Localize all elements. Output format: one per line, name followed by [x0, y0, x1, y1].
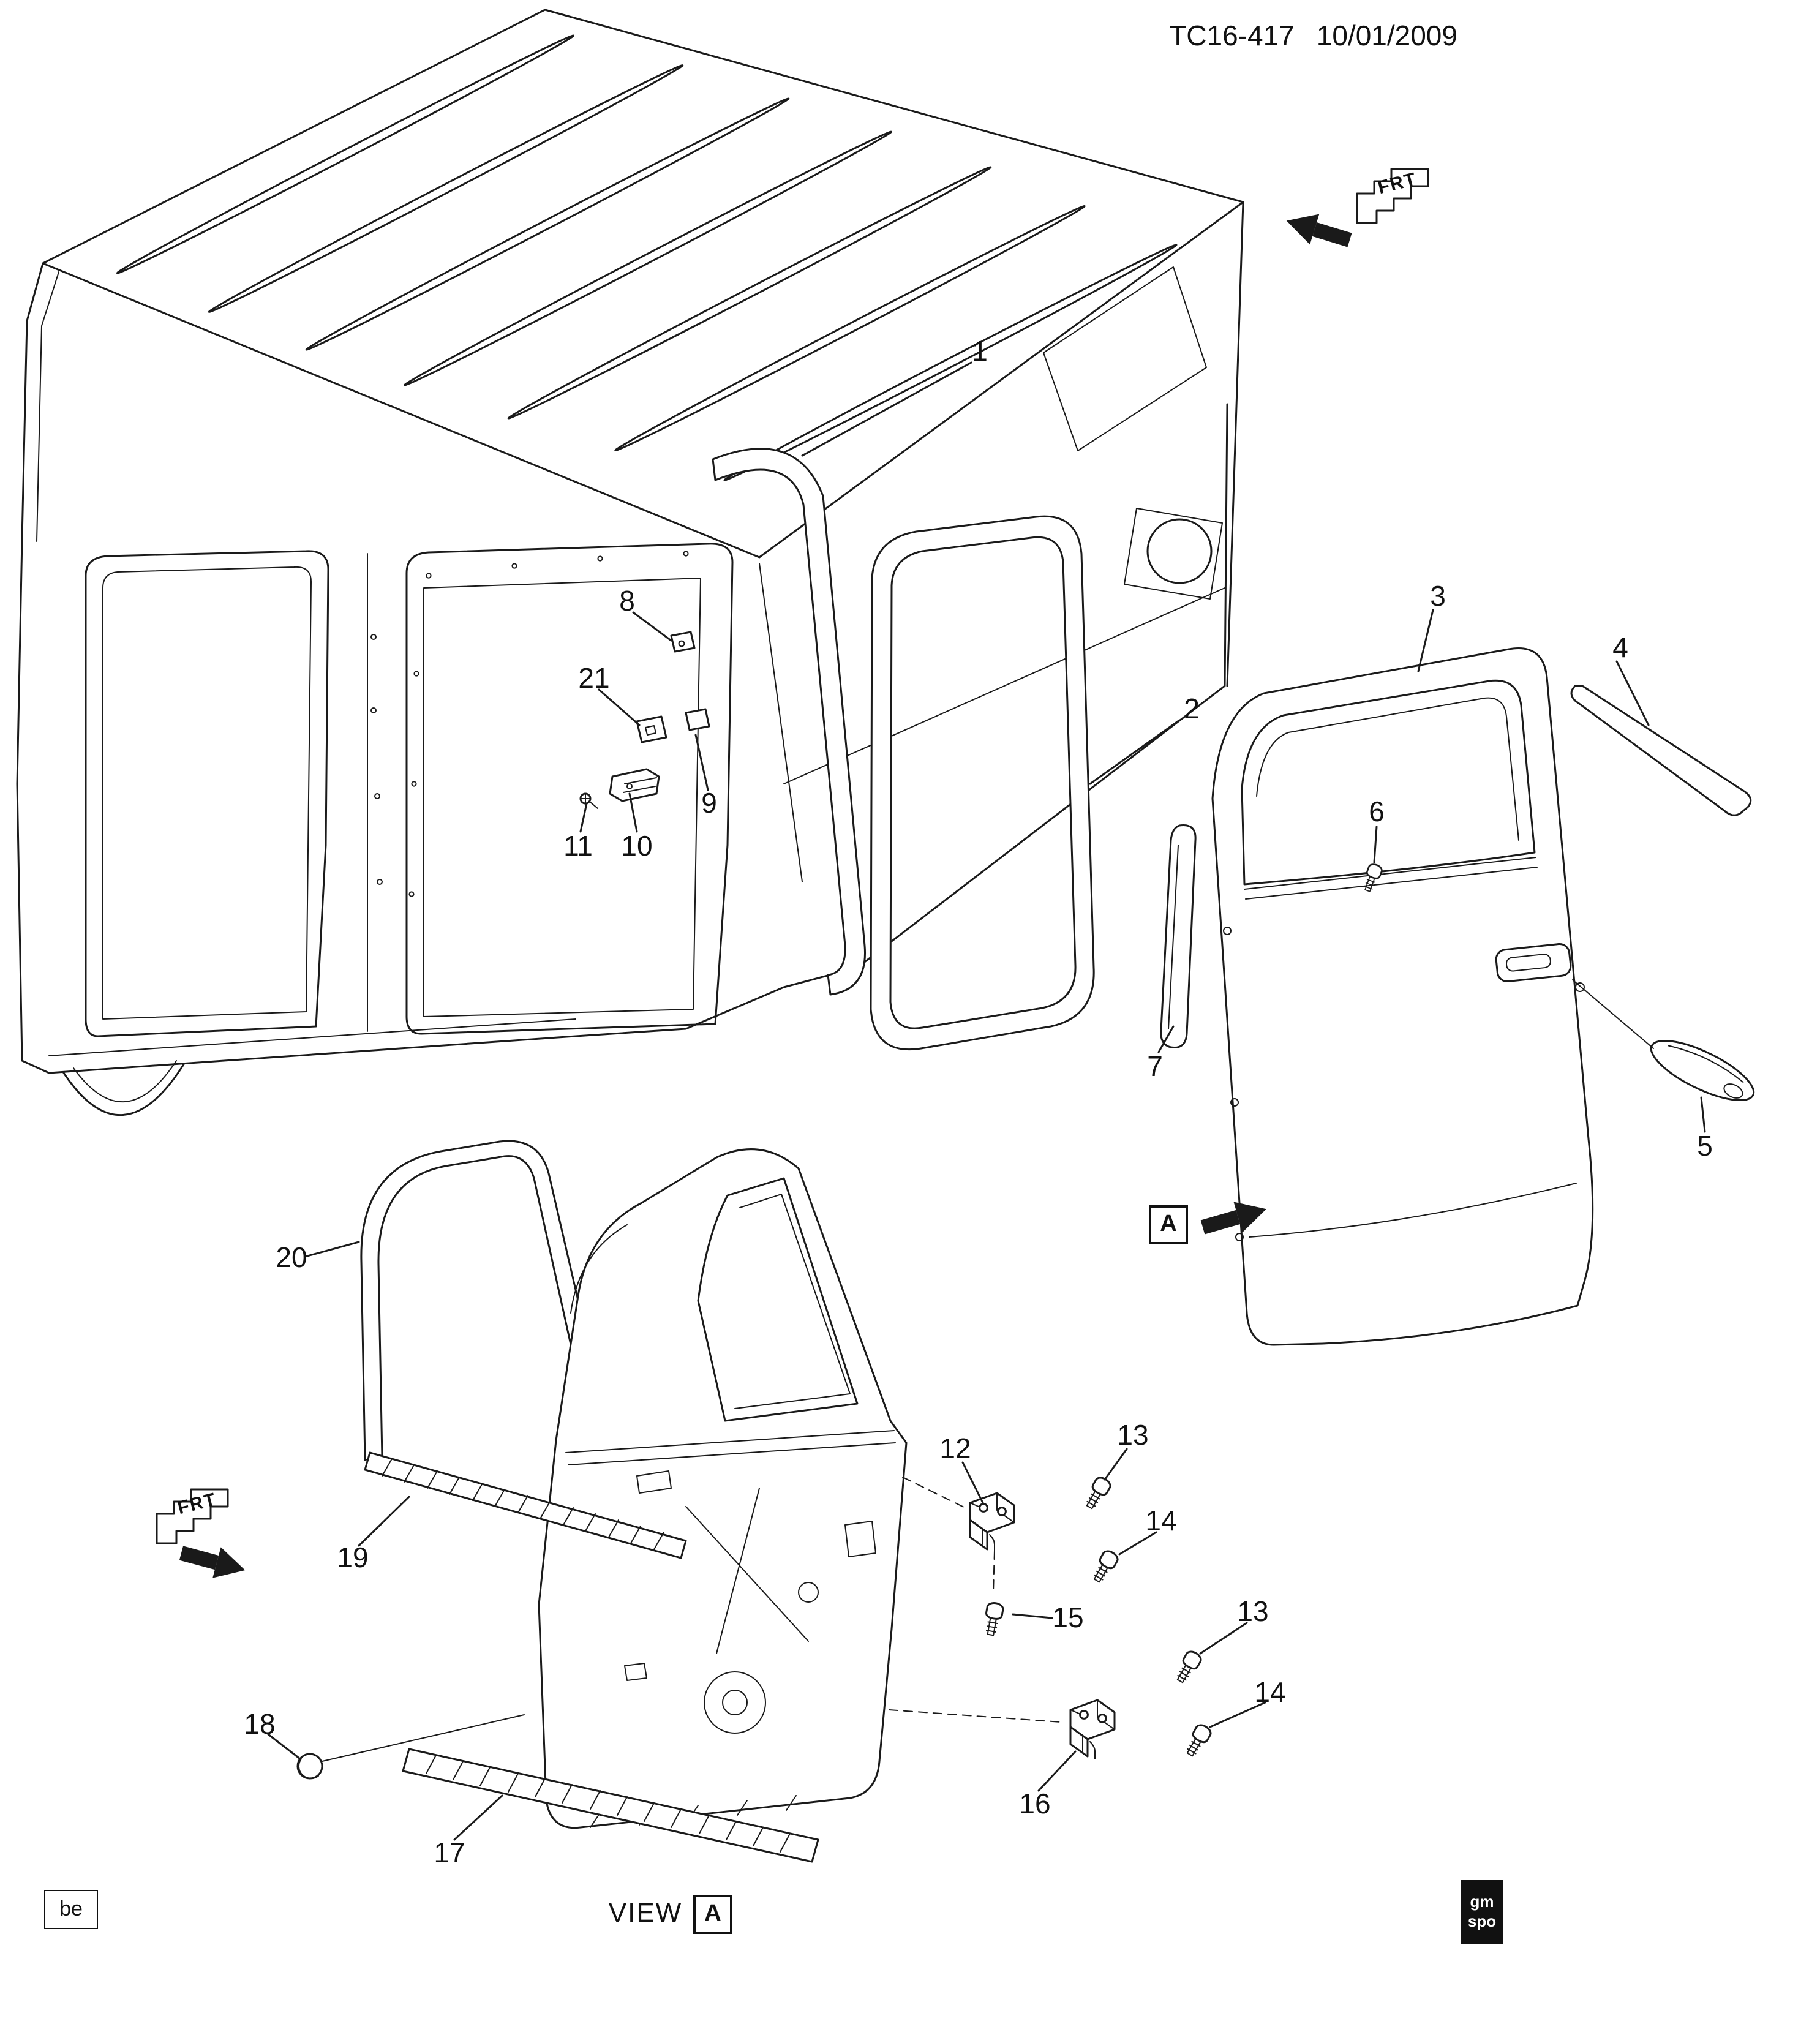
retainer-21 [636, 715, 667, 743]
callout-19: 19 [337, 1541, 369, 1573]
section-letter-box: A [1149, 1205, 1188, 1244]
roof-rib [723, 244, 1178, 481]
door-pull-handle-5 [1572, 979, 1755, 1102]
callout-1: 1 [972, 335, 988, 367]
screw-11 [579, 792, 598, 809]
callout-9: 9 [701, 787, 717, 819]
rocker-panel [16, 538, 687, 1074]
window-regulator [685, 1488, 809, 1654]
callout-8: 8 [619, 585, 635, 617]
logo-line-2: spo [1467, 1912, 1497, 1930]
sill-molding-17 [402, 1748, 819, 1863]
callout-10: 10 [621, 830, 653, 862]
callout-13: 13 [1117, 1419, 1149, 1451]
applique-7 [1160, 824, 1197, 1049]
rear-door-3 [1211, 647, 1594, 1346]
logo-line-1: gm [1470, 1892, 1494, 1911]
callout-21: 21 [578, 662, 610, 694]
wheel-arch-inner [73, 1060, 177, 1102]
callout-3: 3 [1430, 580, 1446, 612]
frt-label-side: FRT [175, 1489, 219, 1519]
belt-molding-4 [1570, 685, 1752, 816]
callout-7: 7 [1147, 1050, 1163, 1082]
roof-rib [404, 130, 892, 386]
fuel-filler-circle [1146, 518, 1213, 584]
callout-12: 12 [939, 1432, 971, 1464]
door-beltline [1244, 857, 1538, 900]
callout-11: 11 [563, 830, 593, 862]
quarter-window [1043, 266, 1207, 451]
door-opening-front [85, 550, 329, 1037]
callout-20: 20 [276, 1241, 307, 1273]
a-pillar-outer [21, 262, 44, 540]
roof-rib [116, 34, 575, 274]
quarter-crease [783, 587, 1225, 784]
a-pillar-inner [36, 271, 59, 542]
door-opening-rear [405, 543, 734, 1035]
door-opening-rear-flange [423, 578, 701, 1017]
callout-4: 4 [1612, 631, 1628, 663]
door-crease [1249, 1183, 1577, 1238]
body-rear-edge [1226, 201, 1244, 687]
gm-spo-logo: gm spo [1461, 1880, 1503, 1944]
callout-5: 5 [1697, 1130, 1713, 1162]
frt-label-top: FRT [1375, 168, 1420, 199]
drawing-title: TC16-417 10/01/2009 [1041, 20, 1457, 53]
inner-door-panel [538, 1148, 908, 1829]
callout-2: 2 [1184, 693, 1200, 724]
fuel-door-frame [1124, 508, 1223, 600]
view-label: VIEW [608, 1897, 683, 1928]
inner-beltline [565, 1430, 896, 1465]
sheet-code-box: be [44, 1890, 98, 1929]
callout-15: 15 [1052, 1601, 1084, 1633]
roof-rib [614, 205, 1086, 452]
rocker-inner-line [48, 1018, 576, 1056]
door-handle-recess [1495, 942, 1572, 983]
door-window-opening [1241, 679, 1536, 886]
roof-rib [507, 166, 992, 420]
callout-6: 6 [1369, 796, 1385, 827]
drawing-number: TC16-417 [1169, 20, 1295, 51]
striker-10 [609, 768, 660, 802]
roof-rib [305, 97, 790, 351]
wheel-arch [62, 1063, 185, 1116]
door-lock-cylinder [1575, 982, 1585, 992]
leader-lines [267, 361, 1706, 1841]
c-pillar [759, 563, 803, 882]
speaker-opening [704, 1671, 766, 1734]
callout-17: 17 [434, 1837, 465, 1868]
callout-13-lower: 13 [1237, 1595, 1269, 1627]
door-opening-front-flange [102, 566, 312, 1020]
inner-window-opening [697, 1177, 859, 1422]
drawing-date: 10/01/2009 [1316, 20, 1457, 51]
callout-18: 18 [244, 1708, 276, 1740]
roof-rail-weatherstrip-1 [712, 448, 867, 996]
plate-9 [685, 708, 710, 731]
callout-16: 16 [1019, 1788, 1051, 1819]
grommet-18 [296, 1714, 525, 1780]
clip-8 [670, 631, 696, 653]
vehicle-body [16, 9, 1244, 1116]
view-letter-box: A [693, 1895, 732, 1934]
belt-strip-19 [364, 1451, 687, 1559]
roof-rib [208, 64, 684, 313]
callout-14-lower: 14 [1254, 1676, 1286, 1708]
door-opening-seal-2 [870, 515, 1095, 1051]
callout-14: 14 [1145, 1505, 1177, 1537]
